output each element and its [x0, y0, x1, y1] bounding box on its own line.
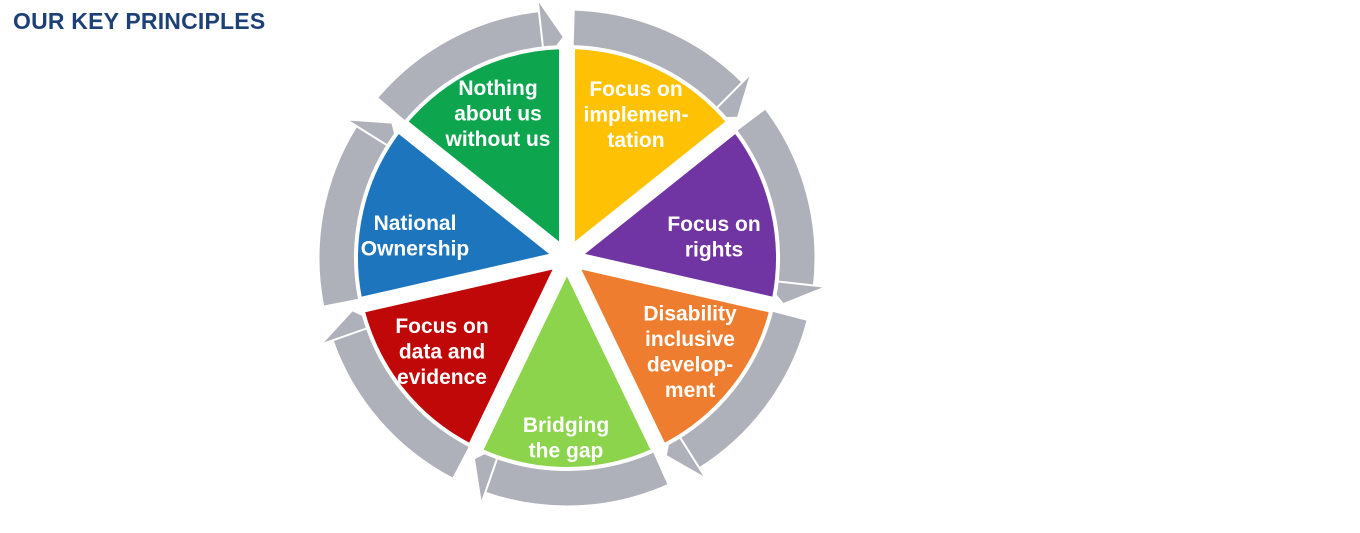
- segment-disability-inclusive-development: [575, 264, 774, 448]
- segment-focus-on-data-and-evidence: [360, 264, 559, 448]
- ring-arc-disability-inclusive-development: [678, 310, 807, 468]
- ring-arc-national-ownership: [319, 126, 389, 306]
- segment-nothing-about-us-without-us: [403, 45, 563, 248]
- page-title: OUR KEY PRINCIPLES: [13, 8, 266, 34]
- ring-arc-focus-on-rights: [735, 109, 815, 286]
- ring-arc-nothing-about-us-without-us: [378, 12, 544, 122]
- segment-national-ownership: [354, 129, 556, 302]
- ring-arc-bridging-the-gap: [485, 450, 668, 506]
- segment-focus-on-rights: [578, 129, 780, 302]
- ring-arc-focus-on-implementation: [573, 10, 742, 110]
- ring-arc-focus-on-data-and-evidence: [333, 327, 471, 478]
- segment-bridging-the-gap: [478, 269, 656, 471]
- segment-focus-on-implementation: [571, 45, 731, 248]
